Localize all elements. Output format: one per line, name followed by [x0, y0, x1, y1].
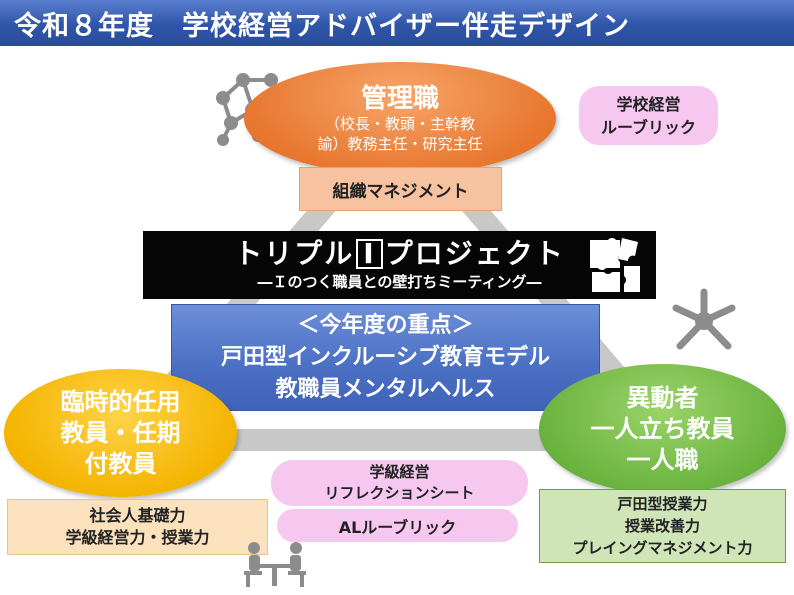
transfer-line-1: 異動者 — [626, 383, 699, 412]
meeting-icon — [244, 542, 306, 587]
school-rubric-line-1: 学校経営 — [616, 94, 681, 114]
triple-title-post: プロジェクト — [384, 237, 565, 270]
transfer-staff-ellipse: 異動者 一人立ち教員 一人職 — [539, 364, 786, 494]
title-bar: 令和８年度 学校経営アドバイザー伴走デザイン — [0, 0, 794, 46]
management-sub-1: （校長・教頭・主幹教 — [324, 114, 475, 133]
puzzle-icon — [590, 238, 640, 292]
temporary-line-3: 付教員 — [84, 449, 157, 478]
focus-line-2: 戸田型インクルーシブ教育モデル — [221, 344, 550, 370]
page-title: 令和８年度 学校経営アドバイザー伴走デザイン — [14, 10, 630, 42]
org-management-label: 組織マネジメント — [332, 181, 469, 202]
transfer-skill-1: 戸田型授業力 — [617, 495, 708, 513]
management-sub-2: 諭）教務主任・研究主任 — [317, 134, 483, 153]
focus-line-3: 教職員メンタルヘルス — [275, 376, 496, 402]
focus-line-1: ＜今年度の重点＞ — [297, 312, 474, 338]
focus-box: ＜今年度の重点＞ 戸田型インクルーシブ教育モデル 教職員メンタルヘルス — [171, 304, 600, 411]
temporary-line-1: 臨時的任用 — [60, 387, 181, 416]
transfer-skill-3: プレイングマネジメント力 — [572, 539, 753, 557]
transfer-line-2: 一人立ち教員 — [590, 414, 735, 443]
class-reflection-pill: 学級経営 リフレクションシート — [271, 460, 528, 506]
temporary-staff-ellipse: 臨時的任用 教員・任期 付教員 — [4, 369, 237, 497]
management-title: 管理職 — [360, 83, 439, 114]
management-ellipse: 管理職 （校長・教頭・主幹教 諭）教務主任・研究主任 — [244, 62, 556, 175]
reflection-line-1: 学級経営 — [369, 463, 430, 481]
school-rubric-line-2: ルーブリック — [600, 117, 697, 137]
school-rubric-pill: 学校経営 ルーブリック — [579, 86, 718, 145]
transfer-skill-2: 授業改善力 — [624, 517, 700, 535]
al-rubric-pill: ALルーブリック — [277, 509, 518, 542]
temporary-skill-1: 社会人基礎力 — [89, 506, 186, 525]
triple-title-box: I — [356, 239, 383, 269]
triple-i-subtitle: ―Ｉのつく職員との壁打ちミーティング― — [257, 273, 542, 291]
transfer-line-3: 一人職 — [626, 445, 699, 474]
temporary-skill-2: 学級経営力・授業力 — [65, 528, 210, 547]
al-rubric-label: ALルーブリック — [338, 517, 457, 537]
triple-title-pre: トリプル — [234, 237, 355, 270]
org-management-box: 組織マネジメント — [299, 167, 502, 211]
temporary-skills-box: 社会人基礎力 学級経営力・授業力 — [7, 499, 268, 555]
transfer-skills-box: 戸田型授業力 授業改善力 プレイングマネジメント力 — [539, 489, 786, 563]
temporary-line-2: 教員・任期 — [60, 418, 181, 447]
teamwork-hands-icon — [672, 288, 736, 350]
reflection-line-2: リフレクションシート — [324, 484, 475, 502]
